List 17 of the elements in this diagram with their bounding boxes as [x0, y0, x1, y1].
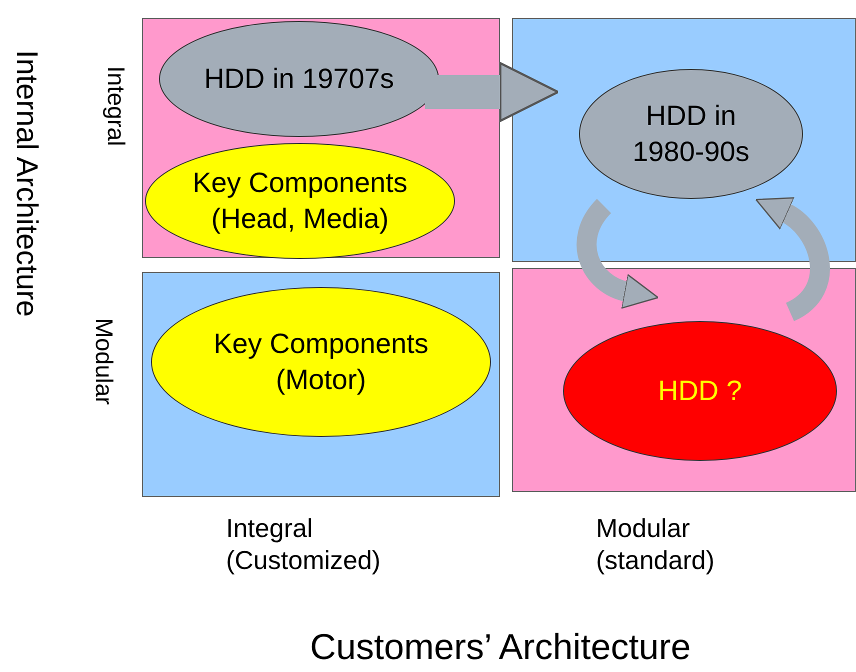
axis-title: Internal Architecture — [9, 50, 44, 317]
quadrant-box — [142, 18, 500, 258]
quadrant-box — [512, 18, 856, 262]
column-label: Integral (Customized) — [226, 512, 382, 576]
ellipse-node: Key Components (Head, Media) — [145, 143, 455, 259]
ellipse-node: HDD ? — [563, 321, 837, 461]
quadrant-box — [512, 268, 856, 492]
row-label: Modular — [89, 318, 118, 405]
row-label: Integral — [101, 66, 130, 146]
quadrant-box — [142, 272, 500, 497]
block-arrow — [425, 62, 560, 122]
ellipse-node: Key Components (Motor) — [151, 287, 491, 437]
column-label: Modular (standard) — [596, 512, 716, 576]
block-arrow — [756, 196, 830, 321]
ellipse-node: HDD in 1980-90s — [579, 69, 803, 199]
axis-title: Customers’ Architecture — [310, 626, 691, 668]
ellipse-node: HDD in 19707s — [159, 21, 439, 137]
